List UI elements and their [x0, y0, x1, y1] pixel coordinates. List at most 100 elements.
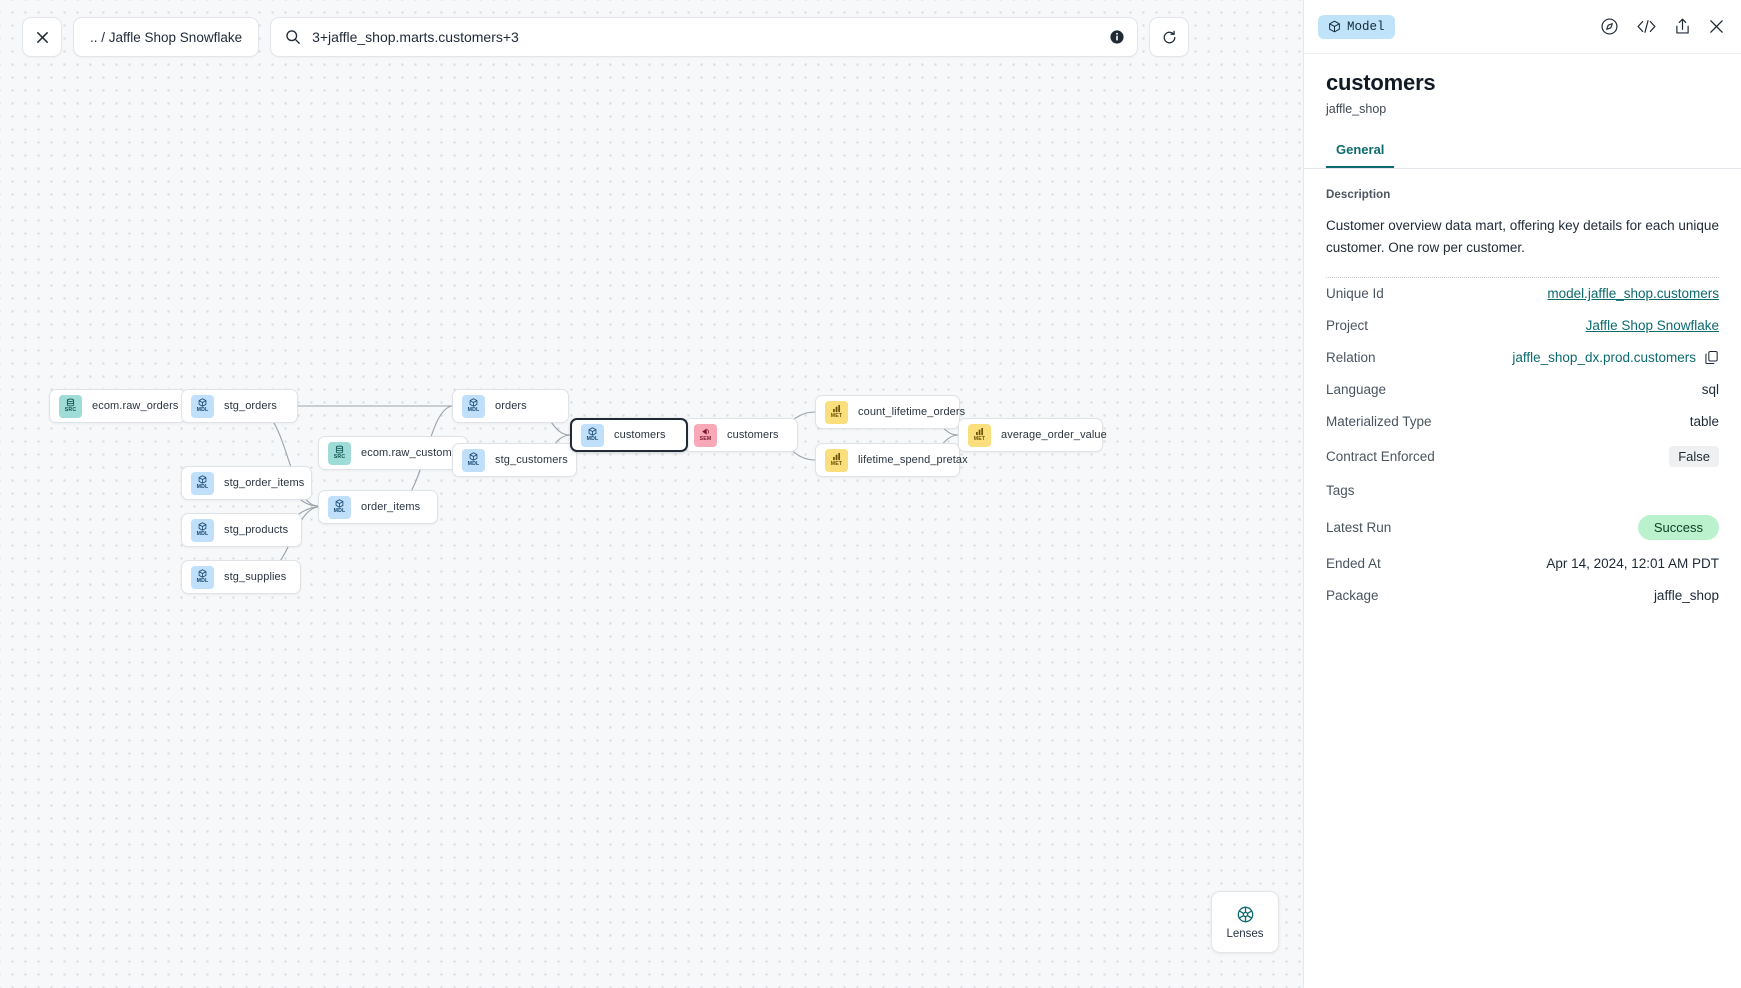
detail-row-value[interactable]: jaffle_shop_dx.prod.customers	[1512, 350, 1696, 366]
close-icon	[36, 31, 48, 43]
code-icon[interactable]	[1636, 18, 1657, 35]
detail-row: Materialized Type table	[1326, 406, 1719, 438]
panel-actions	[1600, 17, 1725, 36]
lineage-node-label: stg_orders	[224, 400, 277, 412]
detail-row-value: False	[1669, 445, 1719, 467]
mdl-badge-icon: MDL	[462, 448, 485, 472]
cube-icon	[1329, 20, 1340, 33]
detail-row-key: Language	[1326, 382, 1387, 398]
panel-subtitle: jaffle_shop	[1326, 102, 1387, 116]
lenses-button[interactable]: Lenses	[1211, 891, 1279, 953]
sem-badge-icon: SEM	[694, 423, 717, 447]
mdl-badge-icon: MDL	[462, 394, 485, 418]
detail-row-value: table	[1689, 414, 1719, 430]
detail-row-value-wrap: jaffle_shop	[1654, 588, 1719, 603]
lineage-node-lifetime_spend_pretax[interactable]: MET lifetime_spend_pretax	[815, 443, 968, 477]
page-title: customers	[1326, 70, 1436, 95]
detail-row: Relation jaffle_shop_dx.prod.customers	[1326, 342, 1719, 374]
canvas-toolbar: .. / Jaffle Shop Snowflake	[22, 17, 1190, 57]
description-text: Customer overview data mart, offering ke…	[1326, 218, 1719, 255]
detail-row: Contract Enforced False	[1326, 438, 1719, 475]
lineage-node-orders[interactable]: MDL orders	[452, 389, 569, 423]
explore-icon[interactable]	[1600, 17, 1619, 36]
refresh-icon	[1163, 30, 1176, 43]
detail-row-key: Project	[1326, 318, 1369, 334]
lineage-node-label: lifetime_spend_pretax	[858, 454, 968, 466]
lineage-node-label: ecom.raw_orders	[92, 400, 179, 412]
detail-row-key: Relation	[1326, 350, 1376, 366]
lineage-node-label: average_order_value	[1001, 429, 1107, 441]
search-input[interactable]	[312, 29, 1099, 45]
lineage-node-stg_products[interactable]: MDL stg_products	[181, 513, 302, 547]
detail-row-value-wrap: Jaffle Shop Snowflake	[1586, 318, 1719, 333]
detail-row-value-wrap: sql	[1702, 382, 1719, 397]
detail-row: Tags	[1326, 475, 1719, 507]
panel-tabs: General	[1304, 142, 1741, 169]
copy-icon[interactable]	[1704, 350, 1719, 365]
met-badge-icon: MET	[825, 448, 848, 472]
share-icon[interactable]	[1674, 17, 1691, 36]
lineage-node-label: orders	[495, 400, 527, 412]
lineage-node-stg_order_items[interactable]: MDL stg_order_items	[181, 466, 312, 500]
status-badge: Success	[1637, 514, 1719, 540]
lineage-node-label: order_items	[361, 501, 421, 513]
detail-row-value[interactable]: model.jaffle_shop.customers	[1547, 286, 1719, 302]
detail-row-key: Latest Run	[1326, 519, 1392, 535]
src-badge-icon: SRC	[328, 441, 351, 465]
detail-row-value: Apr 14, 2024, 12:01 AM PDT	[1546, 556, 1719, 572]
detail-row-value-wrap: Success	[1637, 514, 1719, 540]
detail-row-value: jaffle_shop	[1653, 588, 1719, 604]
detail-row: Language sql	[1326, 374, 1719, 406]
detail-row-value-wrap: jaffle_shop_dx.prod.customers	[1512, 350, 1719, 365]
lineage-node-label: stg_order_items	[224, 477, 305, 489]
detail-row-value-wrap: model.jaffle_shop.customers	[1547, 286, 1719, 301]
lineage-node-label: stg_products	[224, 524, 289, 536]
close-panel-icon[interactable]	[1708, 18, 1725, 35]
detail-row-key: Tags	[1326, 483, 1355, 499]
lineage-canvas[interactable]: .. / Jaffle Shop Snowflake	[0, 0, 1303, 988]
lineage-node-label: count_lifetime_orders	[858, 406, 966, 418]
detail-row-key: Materialized Type	[1326, 414, 1432, 430]
lineage-node-order_items[interactable]: MDL order_items	[318, 490, 438, 524]
close-lineage-button[interactable]	[22, 17, 62, 57]
panel-toolbar: Model	[1304, 0, 1741, 54]
info-icon[interactable]	[1109, 29, 1125, 45]
detail-row-value-wrap: False	[1669, 445, 1719, 467]
mdl-badge-icon: MDL	[191, 471, 214, 495]
mdl-badge-icon: MDL	[581, 423, 604, 447]
search-bar[interactable]	[270, 17, 1139, 57]
detail-row-key: Unique Id	[1326, 286, 1384, 302]
mdl-badge-icon: MDL	[328, 495, 351, 519]
detail-row-key: Contract Enforced	[1326, 448, 1435, 464]
detail-row: Latest Run Success	[1326, 507, 1719, 548]
panel-body: Description Customer overview data mart,…	[1304, 169, 1741, 988]
lineage-node-stg_customers[interactable]: MDL stg_customers	[452, 443, 577, 477]
resource-type-chip[interactable]: Model	[1318, 14, 1395, 39]
divider	[1326, 276, 1719, 278]
resource-type-label: Model	[1347, 19, 1385, 34]
lineage-node-label: stg_customers	[495, 454, 568, 466]
lineage-node-customers_sem[interactable]: SEM customers	[684, 418, 798, 452]
refresh-button[interactable]	[1149, 17, 1190, 57]
mdl-badge-icon: MDL	[191, 518, 214, 542]
detail-row-value-wrap: Apr 14, 2024, 12:01 AM PDT	[1546, 556, 1719, 571]
lineage-node-label: customers	[727, 429, 779, 441]
lenses-icon	[1237, 906, 1253, 922]
breadcrumb[interactable]: .. / Jaffle Shop Snowflake	[73, 17, 260, 57]
details-panel: Model	[1303, 0, 1741, 988]
detail-row-value[interactable]: Jaffle Shop Snowflake	[1585, 318, 1719, 334]
tab-general[interactable]: General	[1326, 142, 1395, 168]
detail-row-value-wrap: table	[1690, 414, 1719, 429]
detail-row-value: sql	[1701, 382, 1719, 398]
